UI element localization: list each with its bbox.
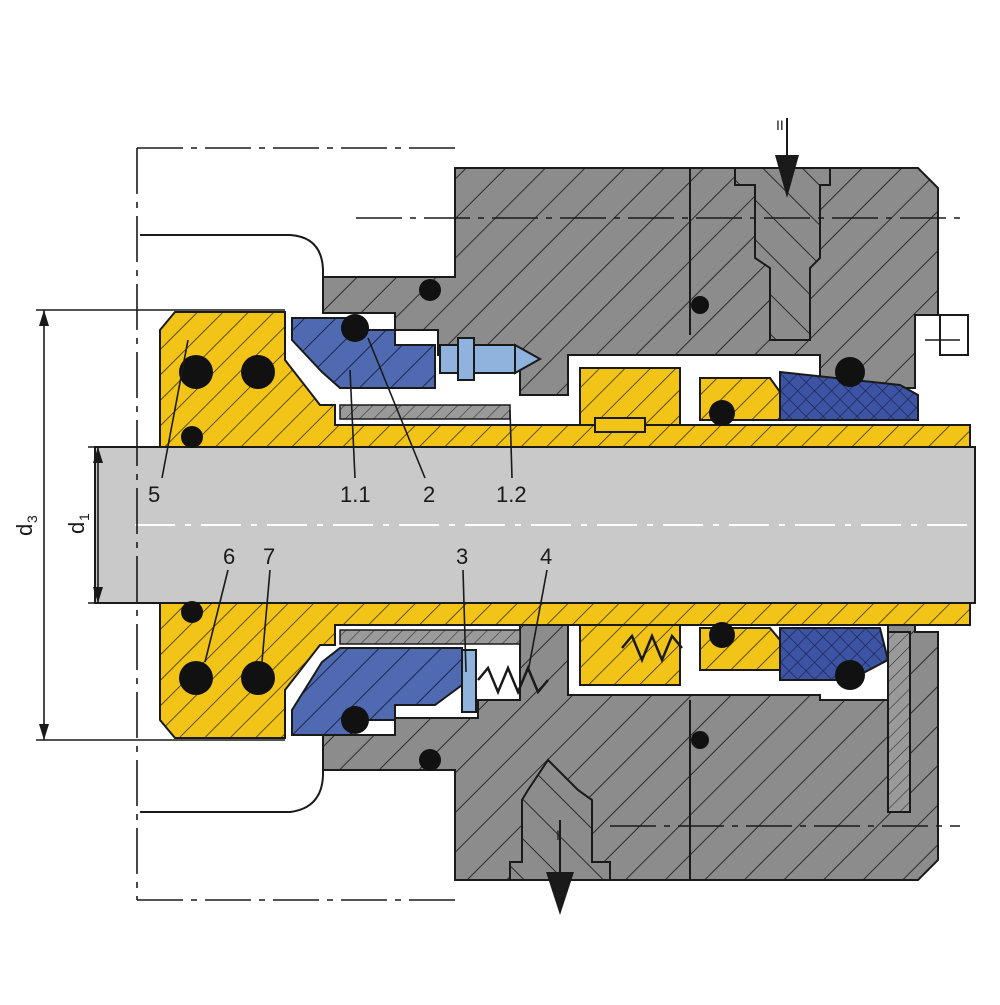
svg-text:d: d bbox=[64, 522, 89, 534]
oring-icon bbox=[691, 296, 709, 314]
port-inlet-label: II bbox=[776, 117, 784, 133]
bolt-right bbox=[939, 314, 969, 356]
inlet-port bbox=[734, 167, 831, 341]
oring-icon bbox=[419, 749, 441, 771]
sleeve-bottom bbox=[159, 602, 971, 739]
label-1-2: 1.2 bbox=[496, 482, 527, 507]
oring-icon bbox=[419, 279, 441, 301]
svg-text:d: d bbox=[12, 524, 37, 536]
pin-bottom bbox=[461, 649, 477, 713]
svg-text:1: 1 bbox=[76, 513, 92, 521]
oring-icon bbox=[241, 355, 275, 389]
label-5: 5 bbox=[148, 482, 160, 507]
label-7: 7 bbox=[263, 544, 275, 569]
housing-bottom bbox=[322, 617, 939, 881]
o-rings bbox=[179, 279, 865, 771]
sleeve bbox=[159, 311, 971, 739]
outlet-arrow bbox=[546, 820, 574, 915]
oring-icon bbox=[241, 661, 275, 695]
composite-seat-bottom bbox=[779, 627, 890, 681]
oring-icon bbox=[691, 731, 709, 749]
dimension-lines bbox=[36, 147, 960, 901]
sleeve-top bbox=[159, 311, 971, 448]
oring-icon bbox=[709, 622, 735, 648]
label-3: 3 bbox=[456, 544, 468, 569]
dim-d1-label: d 1 bbox=[64, 513, 92, 534]
port-outlet-label: I bbox=[556, 827, 560, 843]
spring-bottom-right bbox=[621, 632, 683, 664]
oring-icon bbox=[181, 601, 203, 623]
oring-icon bbox=[179, 661, 213, 695]
label-1-1: 1.1 bbox=[340, 482, 371, 507]
gland-outline bbox=[140, 234, 324, 813]
spring-bottom-left bbox=[477, 664, 549, 696]
inlet-arrow bbox=[775, 118, 799, 198]
oring-icon bbox=[181, 426, 203, 448]
label-4: 4 bbox=[540, 544, 552, 569]
spacer-ring-bottom bbox=[339, 629, 521, 645]
svg-text:3: 3 bbox=[24, 515, 40, 523]
oring-icon bbox=[341, 706, 369, 734]
leader-lines bbox=[161, 337, 548, 673]
label-2: 2 bbox=[423, 482, 435, 507]
dim-d3-label: d 3 bbox=[12, 515, 40, 536]
oring-icon bbox=[179, 355, 213, 389]
drive-key bbox=[594, 417, 646, 433]
label-6: 6 bbox=[223, 544, 235, 569]
oring-icon bbox=[835, 660, 865, 690]
oring-icon bbox=[709, 400, 735, 426]
spacer-ring-top bbox=[339, 404, 511, 420]
oring-icon bbox=[835, 357, 865, 387]
carrier-top bbox=[579, 367, 681, 426]
pin-top bbox=[439, 337, 543, 381]
oring-icon bbox=[341, 314, 369, 342]
stud-right bbox=[887, 631, 911, 813]
dimension-arrows bbox=[39, 310, 103, 740]
